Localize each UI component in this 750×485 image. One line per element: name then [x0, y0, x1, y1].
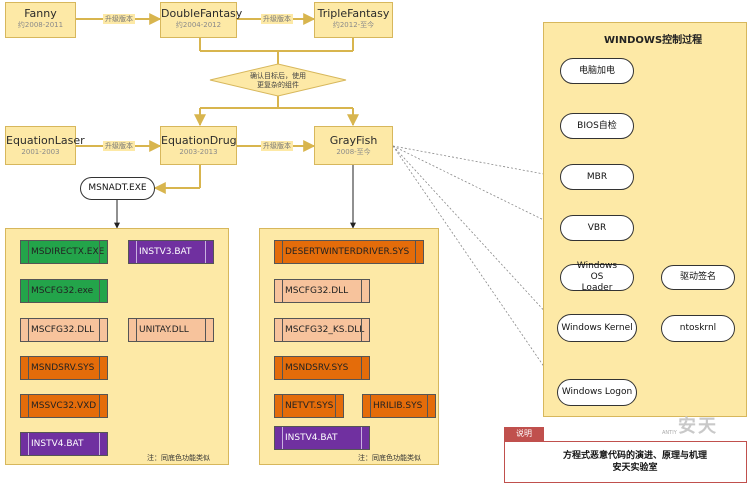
- version-fanny: Fanny 约2008-2011: [5, 2, 76, 38]
- edge-label-upgrade: 升级版本: [103, 141, 135, 151]
- edge-label-upgrade: 升级版本: [261, 141, 293, 151]
- module: MSCFG32.DLL: [20, 318, 108, 342]
- boot-step: Windows Kernel: [557, 314, 637, 342]
- version-equationdrug: EquationDrug 2003-2013: [160, 126, 237, 165]
- module: MSCFG32.exe: [20, 279, 108, 303]
- module: MSCFG32_KS.DLL: [274, 318, 370, 342]
- panel-note: 注：同底色功能类似: [147, 454, 210, 462]
- boot-step: Windows OS Loader: [560, 261, 634, 293]
- panel-note: 注：同底色功能类似: [358, 454, 421, 462]
- legend-box: [504, 441, 747, 483]
- decision-label: 确认目标后，使用 更复杂的组件: [236, 72, 320, 90]
- version-doublefantasy: DoubleFantasy 约2004-2012: [160, 2, 243, 38]
- module: MSSVC32.VXD: [20, 394, 108, 418]
- side-node: ntoskrnl: [661, 315, 735, 342]
- decision-line: 确认目标后，使用: [250, 72, 306, 80]
- module: MSNDSRV.SYS: [274, 356, 370, 380]
- version-years: 2008-至今: [336, 148, 371, 156]
- grayfish-panel: [259, 228, 439, 465]
- legend-line: 安天实验室: [612, 463, 658, 473]
- version-years: 约2004-2012: [175, 21, 222, 29]
- module: HRILIB.SYS: [362, 394, 436, 418]
- boot-step: MBR: [560, 164, 634, 190]
- equationdrug-panel: [5, 228, 229, 465]
- version-name: DoubleFantasy: [161, 7, 243, 20]
- version-grayfish: GrayFish 2008-至今: [314, 126, 393, 165]
- version-equationlaser: EquationLaser 2001-2003: [5, 126, 85, 165]
- antiy-logo: 安天: [678, 416, 718, 437]
- antiy-logo-small: ANTIY: [662, 430, 677, 436]
- module: UNITAY.DLL: [128, 318, 214, 342]
- legend-line: 方程式恶意代码的演进、原理与机理: [562, 451, 707, 461]
- version-name: Fanny: [24, 7, 57, 20]
- version-name: EquationDrug: [161, 134, 237, 147]
- version-name: GrayFish: [329, 134, 378, 147]
- module: NETVT.SYS: [274, 394, 344, 418]
- version-name: TripleFantasy: [317, 7, 390, 20]
- legend-tag: 说明: [504, 427, 544, 441]
- version-years: 约2008-2011: [17, 21, 64, 29]
- msnadt-node: MSNADT.EXE: [80, 177, 155, 200]
- version-years: 2001-2003: [21, 148, 60, 156]
- version-name: EquationLaser: [6, 134, 85, 147]
- version-years: 约2012-至今: [332, 21, 375, 29]
- module: INSTV4.BAT: [20, 432, 108, 456]
- module: INSTV4.BAT: [274, 426, 370, 450]
- boot-step: 电脑加电: [560, 58, 634, 84]
- module: MSNDSRV.SYS: [20, 356, 108, 380]
- side-node: 驱动签名: [661, 265, 735, 290]
- panel-title: WINDOWS控制过程: [604, 35, 703, 46]
- boot-step: VBR: [560, 215, 634, 241]
- boot-step: BIOS自检: [560, 113, 634, 139]
- version-triplefantasy: TripleFantasy 约2012-至今: [314, 2, 393, 38]
- decision-line: 更复杂的组件: [257, 81, 299, 89]
- edge-label-upgrade: 升级版本: [103, 14, 135, 24]
- legend-text: 方程式恶意代码的演进、原理与机理 安天实验室: [545, 450, 725, 474]
- version-years: 2003-2013: [179, 148, 218, 156]
- module: MSCFG32.DLL: [274, 279, 370, 303]
- module: INSTV3.BAT: [128, 240, 214, 264]
- module: MSDIRECTX.EXE: [20, 240, 108, 264]
- edge-label-upgrade: 升级版本: [261, 14, 293, 24]
- boot-step: Windows Logon: [557, 379, 637, 406]
- module: DESERTWINTERDRIVER.SYS: [274, 240, 424, 264]
